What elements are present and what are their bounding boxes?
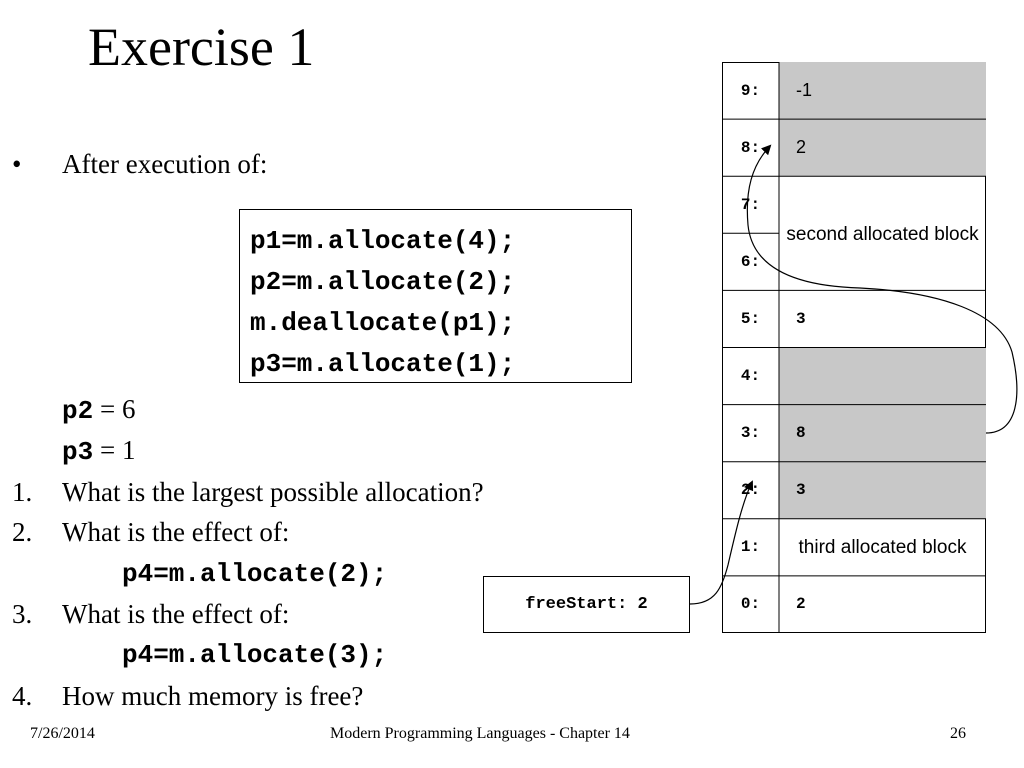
question-code: p4=m.allocate(2); (122, 559, 388, 589)
result-var: p2 (62, 396, 94, 426)
memory-value: 3 (779, 461, 986, 519)
code-line: p2=m.allocate(2); (250, 267, 516, 297)
question-number: 3. (12, 599, 33, 629)
bullet-marker: • (12, 149, 22, 179)
result-value: = 6 (93, 394, 136, 424)
memory-index: 0: (740, 595, 761, 614)
memory-value: 2 (779, 119, 986, 177)
memory-index: 9: (740, 81, 761, 100)
question-text: What is the largest possible allocation? (62, 477, 484, 507)
result-var: p3 (62, 437, 94, 467)
question-number: 1. (12, 477, 33, 507)
memory-value: -1 (779, 62, 986, 120)
question-text: What is the effect of: (62, 517, 290, 547)
memory-value: 8 (779, 404, 986, 462)
footer-date: 7/26/2014 (30, 725, 95, 742)
memory-value (779, 347, 986, 405)
result-p3: p3 = 1 (62, 434, 135, 468)
question-number: 2. (12, 517, 33, 547)
memory-value: 3 (796, 309, 806, 328)
after-execution-text: After execution of: (62, 149, 268, 179)
free-start-box: freeStart: 2 (483, 576, 690, 633)
memory-index: 6: (740, 252, 761, 271)
question-number: 4. (12, 681, 33, 711)
question-code: p4=m.allocate(3); (122, 640, 388, 670)
footer-page-number: 26 (950, 725, 966, 742)
memory-index: 7: (740, 195, 761, 214)
code-line: m.deallocate(p1); (250, 308, 516, 338)
code-line: p1=m.allocate(4); (250, 226, 516, 256)
memory-index: 3: (740, 424, 761, 443)
code-block: p1=m.allocate(4); p2=m.allocate(2); m.de… (239, 209, 632, 383)
code-line: p3=m.allocate(1); (250, 349, 516, 379)
third-block-label: third allocated block (798, 536, 967, 558)
second-block-label: second allocated block (786, 224, 979, 245)
question-text: What is the effect of: (62, 599, 290, 629)
footer-course: Modern Programming Languages - Chapter 1… (330, 725, 630, 742)
memory-index: 8: (740, 138, 761, 157)
question-text: How much memory is free? (62, 681, 364, 711)
memory-index: 2: (740, 481, 761, 500)
memory-value: 2 (796, 595, 806, 614)
memory-index: 5: (740, 309, 761, 328)
result-p2: p2 = 6 (62, 393, 135, 427)
result-value: = 1 (93, 435, 136, 465)
memory-index: 4: (740, 367, 761, 386)
memory-index: 1: (740, 538, 761, 557)
slide-title: Exercise 1 (88, 17, 315, 77)
